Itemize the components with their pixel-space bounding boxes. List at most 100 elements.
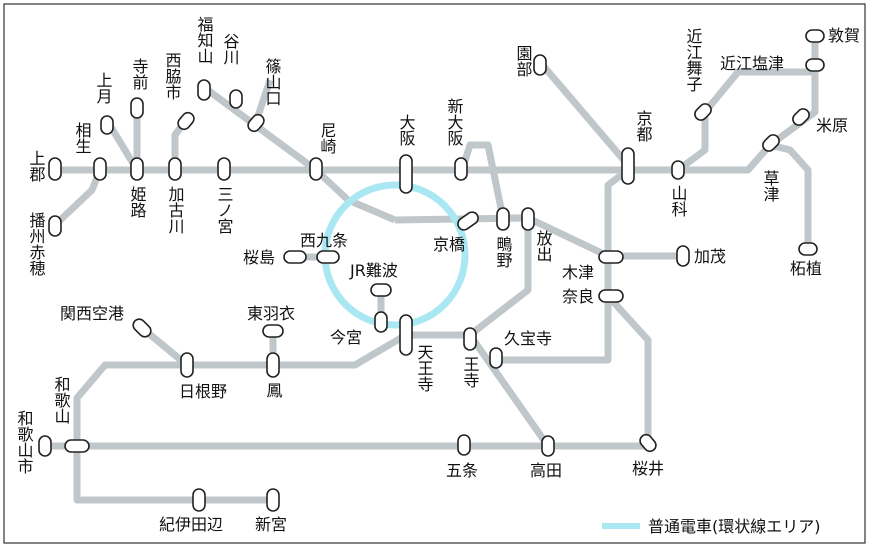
station-kamitsuki[interactable] xyxy=(100,115,114,135)
label-sannomiya: 三ノ宮 xyxy=(215,186,234,234)
station-kusatsu[interactable] xyxy=(760,132,781,153)
label-shigino: 鴫野 xyxy=(494,236,513,268)
label-sakurai: 桜井 xyxy=(632,459,664,478)
label-nishikujo: 西九条 xyxy=(300,231,348,250)
label-hineno: 日根野 xyxy=(179,382,227,401)
label-banshuako: 播州赤穂 xyxy=(27,212,46,276)
label-imamiya: 今宮 xyxy=(330,328,362,347)
stations xyxy=(38,29,825,512)
label-omishiotsu: 近江塩津 xyxy=(720,54,784,73)
station-nishikujo[interactable] xyxy=(316,250,340,264)
label-sasayamaguchi: 篠山口 xyxy=(263,58,282,106)
label-kamitsuki: 上月 xyxy=(94,72,113,105)
label-kakogawa: 加古川 xyxy=(166,186,185,234)
line-sakurai xyxy=(605,293,652,443)
label-osaka: 大阪 xyxy=(397,114,416,146)
station-osaka[interactable] xyxy=(399,154,413,194)
label-shinosaka: 新大阪 xyxy=(445,98,464,146)
station-kyuhoji[interactable] xyxy=(463,327,477,351)
label-amagasaki: 尼崎 xyxy=(318,122,337,154)
label-tsuge: 柘植 xyxy=(790,259,822,278)
station-tanigawa[interactable] xyxy=(229,89,243,109)
station-imamiya[interactable] xyxy=(374,311,388,333)
station-otori[interactable] xyxy=(266,352,280,378)
station-kiitanabe[interactable] xyxy=(192,488,206,512)
label-fukuchiyama: 福知山 xyxy=(195,16,214,64)
station-kyoto[interactable] xyxy=(621,147,635,185)
station-amagasaki[interactable] xyxy=(309,157,323,181)
rail-lines xyxy=(45,36,819,504)
station-yamashina[interactable] xyxy=(671,160,685,180)
label-maibara: 米原 xyxy=(816,116,848,135)
station-kizu[interactable] xyxy=(598,250,624,264)
label-tennoji: 天王寺 xyxy=(415,344,434,392)
line-sagano xyxy=(537,59,631,168)
station-aioi[interactable] xyxy=(93,157,107,181)
station-tsuruga[interactable] xyxy=(805,29,825,43)
label-sonobe: 園部 xyxy=(514,45,533,77)
station-tsuge[interactable] xyxy=(798,242,818,256)
station-teramae[interactable] xyxy=(130,97,144,119)
label-kyobashi: 京橋 xyxy=(433,235,465,254)
station-sannomiya[interactable] xyxy=(217,157,231,181)
label-teramae: 寺前 xyxy=(130,58,149,91)
label-higashihagoromo: 東羽衣 xyxy=(247,304,295,323)
station-maibara[interactable] xyxy=(790,106,811,127)
station-tennoji[interactable] xyxy=(399,314,413,356)
line-hanwa xyxy=(73,331,408,504)
station-wakayamashi[interactable] xyxy=(38,435,52,457)
label-otori: 鳳 xyxy=(264,382,283,398)
label-kamo: 加茂 xyxy=(694,247,726,266)
station-shigino[interactable] xyxy=(496,207,510,231)
osaka-loop-line xyxy=(321,181,469,329)
label-jrnamba: JR難波 xyxy=(349,261,398,280)
station-sakurai[interactable] xyxy=(638,432,659,454)
station-wakayama[interactable] xyxy=(64,439,90,453)
station-hanaten[interactable] xyxy=(521,207,535,231)
label-hanaten: 放出 xyxy=(534,230,553,262)
label-sakurajima: 桜島 xyxy=(243,248,275,267)
station-fukuchiyama[interactable] xyxy=(197,79,211,101)
label-tanigawa: 谷川 xyxy=(221,33,240,65)
line-nara xyxy=(497,167,631,364)
label-kusatsu: 草津 xyxy=(761,170,780,202)
station-sasayamaguchi[interactable] xyxy=(246,112,267,134)
station-kyobashi[interactable] xyxy=(456,210,481,232)
label-himeji: 姫路 xyxy=(128,186,147,218)
label-aioi: 相生 xyxy=(73,122,92,154)
station-nara[interactable] xyxy=(598,289,624,303)
label-wakayamashi: 和歌山市 xyxy=(15,410,34,474)
label-omimaiko: 近江舞子 xyxy=(684,28,703,92)
line-main xyxy=(55,142,773,174)
label-kamigori: 上郡 xyxy=(27,150,46,182)
station-sonobe[interactable] xyxy=(533,54,547,76)
station-kamo[interactable] xyxy=(676,245,690,267)
station-himeji[interactable] xyxy=(130,157,144,181)
line-ako xyxy=(52,168,104,228)
station-shingu[interactable] xyxy=(266,488,280,512)
station-kakogawa[interactable] xyxy=(168,157,182,181)
station-sakurajima[interactable] xyxy=(283,250,307,264)
station-gojo[interactable] xyxy=(457,434,471,456)
legend-label: 普通電車(環状線エリア) xyxy=(648,517,821,536)
station-oji[interactable] xyxy=(489,347,503,369)
label-nishiwaki: 西脇市 xyxy=(163,52,182,100)
station-kansaikuko[interactable] xyxy=(131,317,154,340)
station-labels: 敦賀 近江塩津 米原 柘植 加茂 木津 奈良 京橋 西九条 桜島 JR難波 今宮… xyxy=(15,16,861,534)
map-frame xyxy=(3,3,866,544)
station-omishiotsu[interactable] xyxy=(805,58,825,72)
station-takada[interactable] xyxy=(541,435,555,457)
station-shinosaka[interactable] xyxy=(454,157,468,181)
station-nishiwaki[interactable] xyxy=(176,110,197,132)
station-jrnamba[interactable] xyxy=(370,283,392,297)
label-tsuruga: 敦賀 xyxy=(828,26,860,45)
label-wakayama: 和歌山 xyxy=(52,376,71,424)
station-kamigori[interactable] xyxy=(48,157,62,181)
station-banshuako[interactable] xyxy=(48,215,62,237)
station-omimaiko[interactable] xyxy=(692,101,713,122)
station-hineno[interactable] xyxy=(180,352,194,378)
station-higashihagoromo[interactable] xyxy=(262,324,284,338)
legend: 普通電車(環状線エリア) xyxy=(602,517,821,536)
label-kiitanabe: 紀伊田辺 xyxy=(159,515,223,534)
